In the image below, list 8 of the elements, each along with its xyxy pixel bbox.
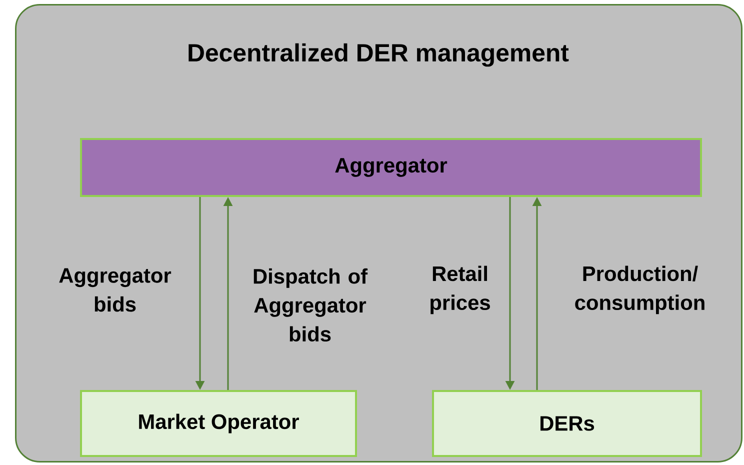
edge-label: Retail prices: [430, 266, 490, 314]
process-box: Market Operator: [80, 390, 357, 457]
process-box: DERs: [432, 390, 702, 457]
edge-label: Aggregator bids: [59, 268, 172, 312]
edge-label: Production/ consumption: [575, 266, 704, 314]
edge-label: Dispatch of Aggregator bids: [254, 268, 368, 342]
aggregator-box: Aggregator: [80, 138, 702, 197]
title: Decentralized DER management: [188, 43, 569, 67]
